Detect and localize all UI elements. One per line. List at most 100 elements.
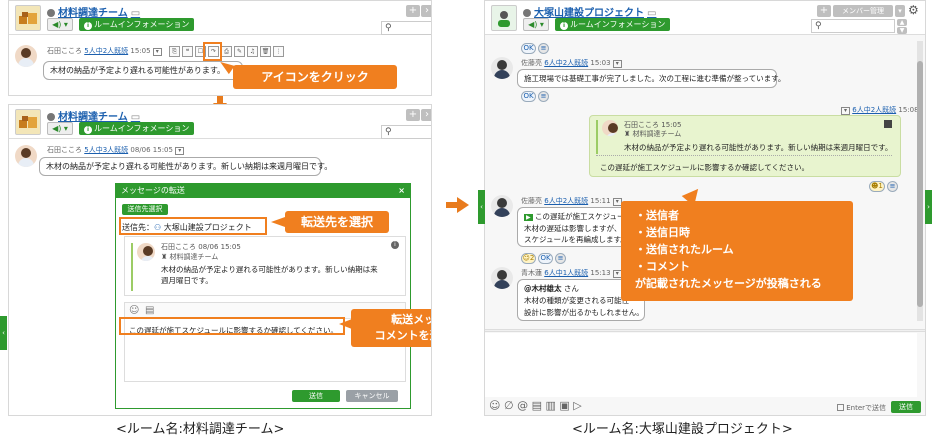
- copy-icon[interactable]: ▭: [647, 8, 657, 19]
- globe-icon: [523, 9, 531, 17]
- emoji-icon[interactable]: ☺: [129, 305, 140, 316]
- dropdown-button[interactable]: ▾: [895, 5, 905, 17]
- speaker-button[interactable]: ◀) ▾: [47, 18, 73, 31]
- quote-bar: [131, 243, 133, 291]
- speaker-button[interactable]: ◀) ▾: [47, 122, 73, 135]
- more-reaction[interactable]: ≡: [887, 181, 898, 192]
- read-status-link[interactable]: 5人中2人既読: [84, 47, 129, 55]
- send-button[interactable]: 送信: [292, 390, 340, 402]
- scroll-up-button[interactable]: ▲: [897, 19, 907, 26]
- chevron-down-icon[interactable]: ▾: [175, 147, 185, 155]
- read-status-link[interactable]: 6人中2人既読: [544, 197, 589, 205]
- read-status-link[interactable]: 6人中2人既読: [544, 59, 589, 67]
- search-input[interactable]: ⚲: [811, 19, 895, 33]
- quote-text-line1: 木材の納品が予定より遅れる可能性があります。新しい納期は来: [161, 265, 378, 274]
- more-reaction[interactable]: ≡: [538, 91, 549, 102]
- message-meta: 石田こころ 5人中2人既読 15:05 ▾: [47, 46, 162, 56]
- scroll-down-button[interactable]: ▼: [897, 27, 907, 34]
- message-input[interactable]: [485, 333, 917, 397]
- destination-highlight: [119, 217, 267, 235]
- ok-reaction[interactable]: OK: [521, 91, 536, 102]
- message-meta: 佐藤亮 6人中2人既読 15:11 ▾: [521, 196, 622, 206]
- send-button[interactable]: 送信: [891, 401, 921, 413]
- room-icon: [15, 109, 41, 135]
- message-toolbar: ⎘ ❝ ☐ ↷ ⎙ ✎ ♫ 🗑 ⋮: [169, 46, 284, 57]
- enter-checkbox[interactable]: [837, 404, 844, 411]
- note-icon[interactable]: ▥: [545, 399, 556, 412]
- gear-icon[interactable]: ⚙: [908, 3, 919, 17]
- forward-icon[interactable]: ↷: [208, 46, 219, 57]
- expand-icon[interactable]: [884, 120, 892, 128]
- room-title[interactable]: 材料調達チーム▭: [47, 4, 140, 19]
- more-reaction[interactable]: ≡: [538, 43, 549, 54]
- add-button[interactable]: +: [406, 5, 420, 17]
- more-icon[interactable]: ⋮: [273, 46, 284, 57]
- delete-icon[interactable]: 🗑: [260, 46, 271, 57]
- note-icon[interactable]: ♫: [247, 46, 258, 57]
- room-title[interactable]: 材料調達チーム▭: [47, 108, 140, 123]
- right-right-collapse-tab[interactable]: ›: [925, 190, 932, 224]
- message-bubble: 施工現場では基礎工事が完了しました。次の工程に進む準備が整っています。: [517, 69, 785, 88]
- quote-meta: 石田こころ 15:05: [624, 121, 682, 129]
- input-splitter[interactable]: [485, 329, 925, 332]
- left-collapse-tab[interactable]: ‹: [0, 316, 7, 350]
- add-button[interactable]: +: [817, 5, 831, 17]
- quoted-message-box: 石田こころ 08/06 15:05 ♜ 材料調達チーム 木材の納品が予定より遅れ…: [124, 236, 406, 296]
- video-icon[interactable]: ▣: [559, 399, 570, 412]
- reply-icon[interactable]: ⎘: [169, 46, 180, 57]
- quote-icon[interactable]: ❝: [182, 46, 193, 57]
- member-manage-button[interactable]: メンバー管理: [833, 5, 893, 17]
- task-icon[interactable]: ☐: [195, 46, 206, 57]
- scrollbar-thumb[interactable]: [917, 61, 923, 307]
- right-left-collapse-tab[interactable]: ‹: [478, 190, 485, 224]
- smile-reaction[interactable]: ☺2: [521, 253, 536, 264]
- more-reaction[interactable]: ≡: [555, 253, 566, 264]
- copy-icon[interactable]: ▭: [130, 8, 141, 19]
- destination-label: 送信先：⚇ 大塚山建設プロジェクト: [122, 223, 252, 232]
- read-icon[interactable]: ▷: [573, 399, 582, 412]
- close-icon[interactable]: ×: [398, 186, 405, 195]
- menu-button[interactable]: ›: [421, 109, 431, 121]
- quote-text-line2: 週月曜日です。: [161, 276, 213, 285]
- comment-highlight: [119, 317, 345, 335]
- speaker-button[interactable]: ◀) ▾: [523, 18, 549, 31]
- caption-left: <ルーム名:材料調達チーム>: [116, 422, 285, 437]
- chevron-down-icon[interactable]: ▾: [152, 48, 162, 56]
- forward-dialog: メッセージの転送× 送信先選択 送信先：⚇ 大塚山建設プロジェクト 石田こころ …: [115, 183, 411, 409]
- chevron-down-icon[interactable]: ▾: [612, 60, 622, 68]
- forwarded-quote: 石田こころ 15:05 ♜ 材料調達チーム 木材の納品が予定より遅れる可能性があ…: [596, 120, 892, 156]
- add-button[interactable]: +: [406, 109, 420, 121]
- quote-avatar: [602, 120, 618, 136]
- cancel-button[interactable]: キャンセル: [346, 390, 398, 402]
- search-input[interactable]: ⚲: [381, 21, 431, 35]
- comment-input[interactable]: この遅延が施工スケジュールに影響するか確認してください。: [129, 326, 339, 335]
- info-icon[interactable]: i: [391, 241, 399, 249]
- link-icon[interactable]: ⎙: [221, 46, 232, 57]
- menu-button[interactable]: ›: [421, 5, 431, 17]
- mention-icon[interactable]: @: [517, 399, 529, 412]
- attach-icon[interactable]: ∅: [503, 399, 514, 412]
- room-icon: [491, 5, 517, 31]
- reaction-counter[interactable]: ☻1: [869, 181, 885, 192]
- ok-reaction[interactable]: OK: [538, 253, 553, 264]
- read-status-link[interactable]: 5人中3人既読: [84, 146, 129, 154]
- template-icon[interactable]: ▤: [531, 399, 542, 412]
- forward-icon-highlight: [203, 42, 222, 61]
- read-status-link[interactable]: 6人中2人既読: [852, 106, 897, 114]
- select-destination-button[interactable]: 送信先選択: [122, 204, 168, 215]
- copy-icon[interactable]: ▭: [130, 112, 141, 123]
- template-icon[interactable]: ▤: [145, 305, 155, 316]
- chevron-down-icon[interactable]: ▾: [841, 107, 850, 115]
- search-input[interactable]: ⚲: [381, 125, 431, 139]
- info-icon: i: [560, 22, 568, 30]
- edit-icon[interactable]: ✎: [234, 46, 245, 57]
- ok-reaction[interactable]: OK: [521, 43, 536, 54]
- room-title[interactable]: 大塚山建設プロジェクト▭: [523, 4, 656, 19]
- emoji-icon[interactable]: ☺: [489, 399, 501, 412]
- read-status-link[interactable]: 6人中1人既読: [544, 269, 589, 277]
- enter-to-send[interactable]: Enterで送信: [837, 403, 886, 413]
